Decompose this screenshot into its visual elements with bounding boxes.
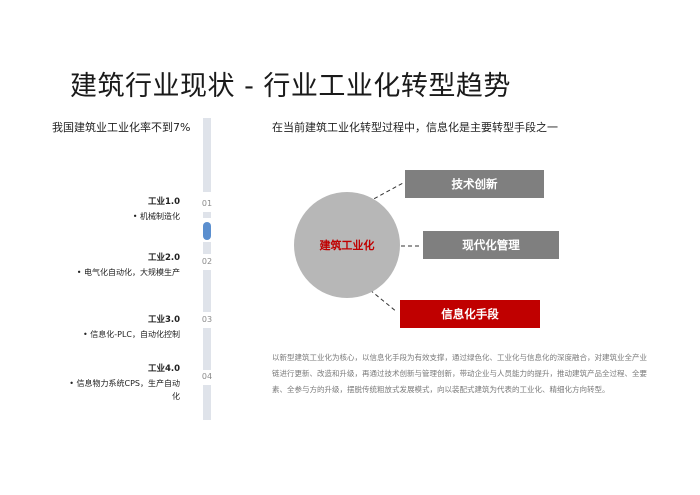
page-title: 建筑行业现状 - 行业工业化转型趋势 <box>70 71 511 102</box>
box-modern-management: 现代化管理 <box>423 231 559 259</box>
center-label: 建筑工业化 <box>319 239 375 252</box>
timeline-number: 03 <box>201 315 213 324</box>
right-subtitle: 在当前建筑工业化转型过程中，信息化是主要转型手段之一 <box>272 121 558 134</box>
stage-title: 工业4.0 <box>147 364 180 374</box>
center-circle <box>294 192 400 298</box>
stage-item: 工业3.0 • 信息化-PLC，自动化控制 <box>83 313 180 341</box>
box-informatization: 信息化手段 <box>400 300 540 328</box>
timeline-segment <box>203 385 211 420</box>
timeline-segment <box>203 118 211 192</box>
timeline: 01 02 03 04 <box>201 118 213 420</box>
connector-line <box>369 289 398 313</box>
timeline-segment <box>203 242 211 254</box>
stage-desc: • 信息物力系统CPS，生产自动 <box>69 379 180 388</box>
stage-desc: 化 <box>172 392 180 401</box>
timeline-segment <box>203 212 211 218</box>
stage-title: 工业1.0 <box>147 197 180 207</box>
description-paragraph: 以新型建筑工业化为核心，以信息化手段为有效支撑，通过绿色化、工业化与信息化的深度… <box>272 353 647 394</box>
timeline-active-dot <box>203 222 211 240</box>
timeline-number: 02 <box>201 257 213 266</box>
left-subtitle: 我国建筑业工业化率不到7% <box>52 121 191 134</box>
stage-title: 工业3.0 <box>147 315 180 325</box>
stage-desc: • 电气化自动化，大规模生产 <box>76 268 180 277</box>
stage-title: 工业2.0 <box>147 253 180 263</box>
timeline-number: 01 <box>201 199 213 208</box>
stage-desc: • 机械制造化 <box>132 212 180 221</box>
timeline-segment <box>203 328 211 370</box>
stage-item: 工业4.0 • 信息物力系统CPS，生产自动 化 <box>69 362 180 403</box>
timeline-segment <box>203 270 211 312</box>
timeline-number: 04 <box>201 372 213 381</box>
box-tech-innovation: 技术创新 <box>405 170 544 198</box>
stage-item: 工业1.0 • 机械制造化 <box>133 195 180 223</box>
stage-desc: • 信息化-PLC，自动化控制 <box>82 330 180 339</box>
stage-item: 工业2.0 • 电气化自动化，大规模生产 <box>77 251 180 279</box>
